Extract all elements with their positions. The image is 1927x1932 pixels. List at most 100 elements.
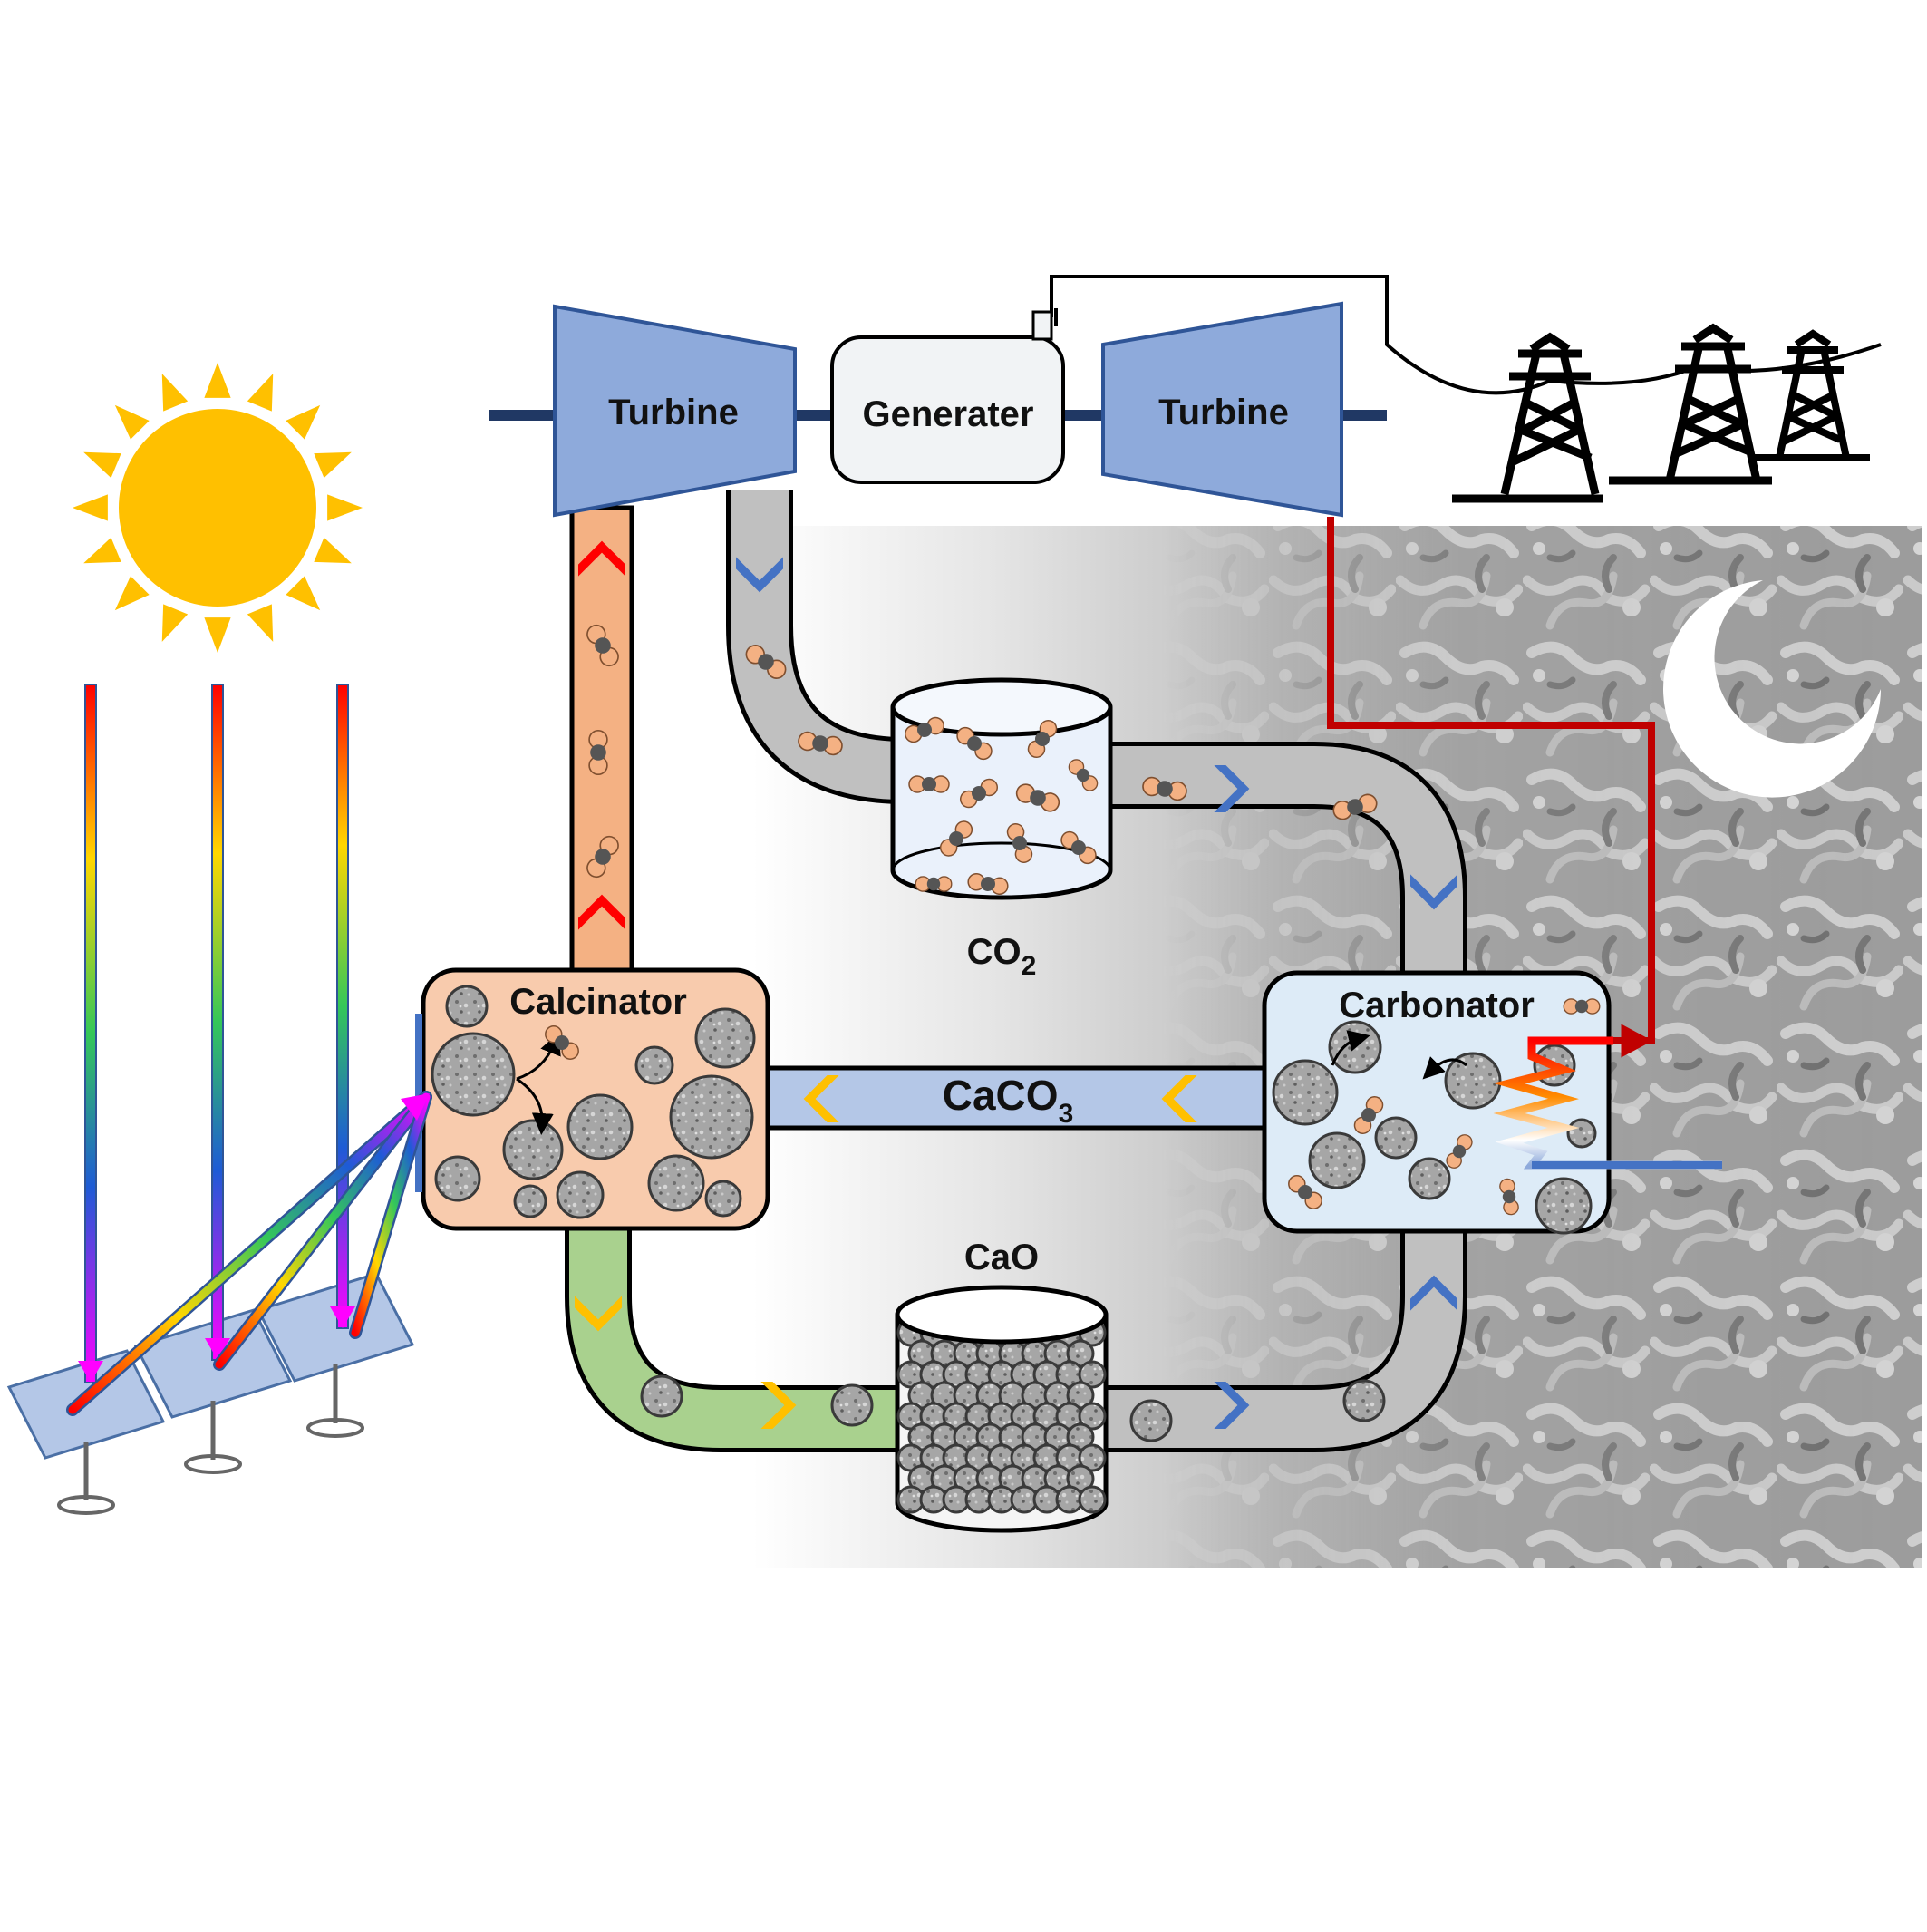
cao-particle — [1078, 1402, 1107, 1431]
cao-particle — [704, 1180, 742, 1218]
flow-chevron-icon — [1214, 765, 1250, 812]
flow-chevron-icon — [578, 540, 625, 577]
cao-flow-pipe — [565, 1215, 906, 1452]
generator-label: Generater — [863, 394, 1034, 434]
co2-molecule — [959, 778, 999, 809]
ray-arrow-icon — [401, 1093, 430, 1121]
co2-molecule — [545, 1025, 579, 1060]
sun-ray — [114, 576, 150, 611]
co2-molecule — [1068, 759, 1099, 791]
co2-molecule — [1015, 783, 1060, 812]
turbine-left-label: Turbine — [608, 393, 739, 432]
flow-chevron-icon — [803, 1075, 839, 1122]
generator-box: Generater — [830, 310, 1065, 484]
sun-ray — [83, 451, 121, 479]
sun-ray — [247, 374, 274, 412]
cao-particle — [1374, 1116, 1418, 1160]
sun-ray — [314, 537, 352, 564]
calcinator-label: Calcinator — [509, 982, 687, 1022]
co2-molecule — [1288, 1175, 1322, 1209]
cao-particle — [566, 1093, 634, 1160]
sun-icon — [73, 363, 363, 653]
cao-particle — [434, 1155, 481, 1202]
sun-ray — [204, 617, 231, 653]
crescent-moon-icon — [1663, 580, 1881, 798]
cao-particle — [830, 1383, 874, 1427]
cao-particle — [1308, 1131, 1366, 1189]
sun-ray — [73, 494, 108, 521]
cao-particle — [556, 1170, 605, 1219]
transmission-tower-icon — [1754, 329, 1870, 461]
cao-particle — [1342, 1379, 1386, 1422]
reflected-ray — [351, 1092, 431, 1337]
co2-molecule — [586, 835, 619, 879]
heliostat-mirror-icon — [256, 1272, 415, 1438]
cao-particle — [1272, 1059, 1339, 1126]
flow-chevron-icon — [736, 557, 783, 593]
cao-particle — [1566, 1118, 1597, 1149]
sun-ray — [161, 374, 189, 412]
cao-particle — [502, 1119, 564, 1180]
cao-particle — [1328, 1020, 1382, 1074]
turbine-left: Turbine — [553, 304, 797, 518]
co2-molecule — [908, 775, 950, 793]
flow-chevron-icon — [1161, 1075, 1197, 1122]
co2-molecule — [588, 729, 608, 776]
co2-molecule — [905, 716, 944, 743]
cao-particle — [669, 1074, 754, 1160]
sun-ray — [327, 494, 363, 521]
co2-molecule — [1060, 830, 1097, 865]
co2-molecule — [1142, 776, 1187, 801]
co2-molecule — [745, 645, 787, 679]
co2-molecule — [1446, 1134, 1473, 1169]
reflected-ray — [68, 1092, 431, 1414]
carbonator-label: Carbonator — [1339, 985, 1535, 1025]
transmission-tower-icon — [1452, 332, 1603, 503]
turbine-right: Turbine — [1101, 301, 1343, 518]
sunlight-ray — [84, 684, 97, 1383]
co2-storage-tank: CO2 — [890, 677, 1113, 981]
cao-particle — [1408, 1157, 1451, 1200]
co2-molecule — [967, 872, 1009, 896]
sun-ray — [83, 537, 121, 564]
co2-label: CO2 — [967, 932, 1037, 981]
cao-particle — [1535, 1177, 1593, 1235]
cao-particle — [1078, 1360, 1107, 1389]
heat-arrow-icon — [1621, 1024, 1653, 1058]
sunlight-ray — [336, 684, 349, 1329]
ray-arrow-icon — [78, 1361, 103, 1383]
cao-particle — [431, 1032, 516, 1117]
cao-storage-tank: CaO — [895, 1238, 1109, 1533]
sun-ray — [161, 604, 189, 642]
sunlight-ray — [211, 684, 224, 1361]
power-grid — [1050, 275, 1882, 503]
cao-particle — [1444, 1052, 1502, 1110]
cao-particle — [640, 1374, 683, 1418]
co2-molecule — [1006, 823, 1033, 863]
cao-return-pipe — [1106, 1224, 1467, 1452]
co2-molecule — [1332, 793, 1378, 820]
flow-chevron-icon — [578, 894, 625, 930]
flow-chevron-icon — [760, 1382, 797, 1429]
cao-particle — [445, 985, 489, 1028]
ray-arrow-icon — [330, 1306, 355, 1328]
co2-molecule — [586, 624, 619, 667]
co2-molecule — [1027, 719, 1058, 759]
co2-molecule — [956, 726, 993, 761]
cao-particle — [1129, 1399, 1173, 1442]
cao-particle — [634, 1045, 674, 1085]
co2-molecule — [939, 820, 973, 857]
calcinator-reactor: Calcinator — [415, 967, 770, 1231]
co2-molecule — [798, 731, 843, 756]
sun-ray — [286, 576, 321, 611]
flow-chevron-icon — [575, 1296, 622, 1332]
cao-particle — [694, 1007, 756, 1069]
cao-particle — [647, 1154, 705, 1212]
reflected-ray — [215, 1092, 431, 1369]
cao-particle — [513, 1184, 547, 1218]
transmission-tower-icon — [1609, 323, 1772, 485]
flow-chevron-icon — [1214, 1382, 1250, 1429]
sun-ray — [247, 604, 274, 642]
